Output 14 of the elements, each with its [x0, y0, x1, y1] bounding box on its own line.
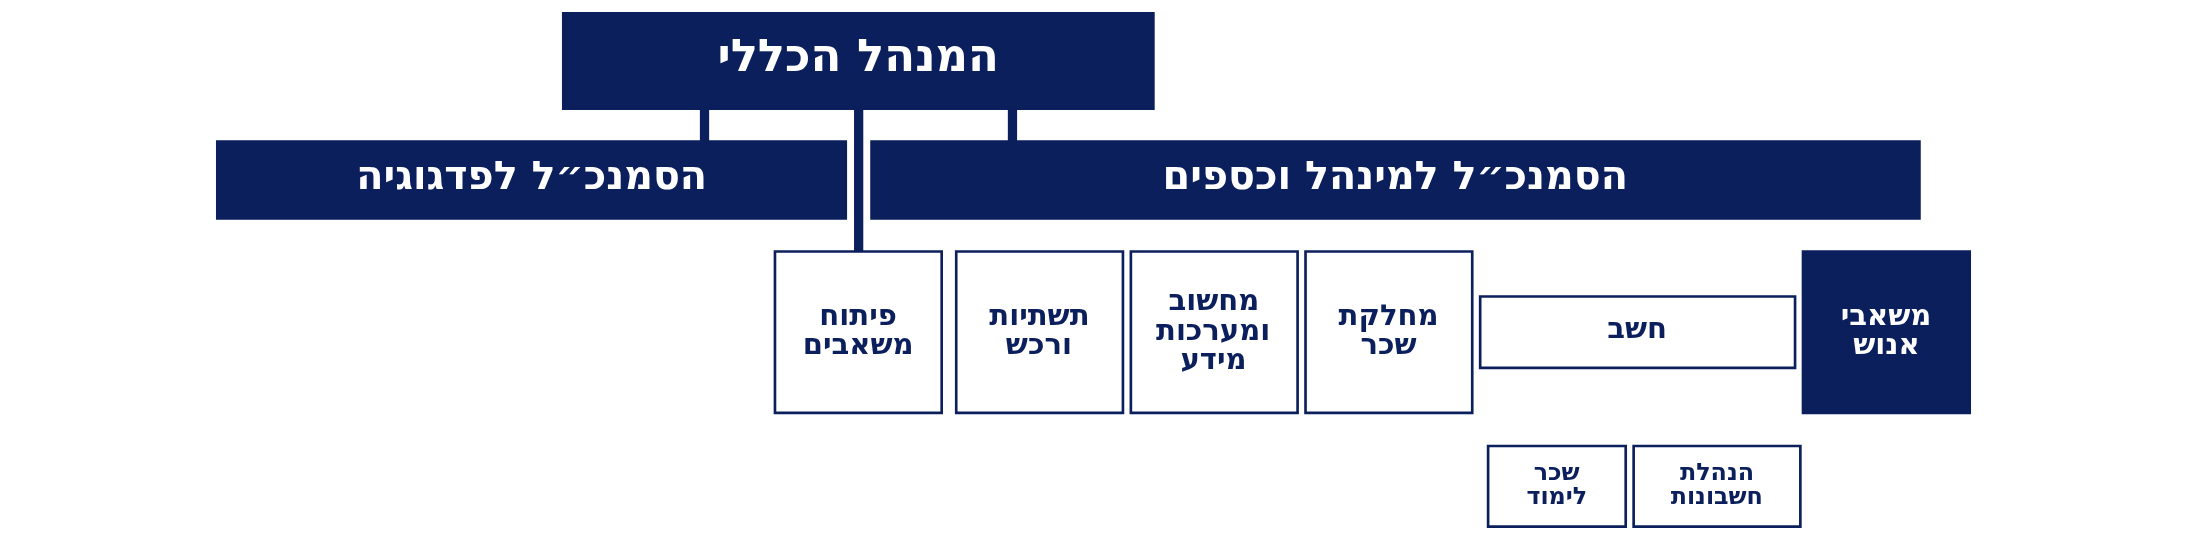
- node-box: חשב: [1478, 295, 1796, 370]
- node-box: המנהל הכללי: [561, 12, 1155, 110]
- node-box: משאבי אנוש: [1801, 250, 1971, 415]
- node-box: פיתוח משאבים: [773, 250, 943, 415]
- connector: [1007, 108, 1017, 142]
- node-box: מחלקת שכר: [1303, 250, 1474, 415]
- node-box: תשתיות ורכש: [954, 250, 1124, 415]
- node-box: שכר לימוד: [1486, 444, 1627, 528]
- node-box: הנהלת חשבונות: [1631, 444, 1802, 528]
- connector: [853, 108, 863, 252]
- node-box: הסמנכ״ל לפדגוגיה: [215, 140, 847, 220]
- connector: [699, 108, 709, 142]
- node-box: הסמנכ״ל למינהל וכספים: [869, 140, 1921, 220]
- node-box: מחשוב ומערכות מידע: [1129, 250, 1299, 415]
